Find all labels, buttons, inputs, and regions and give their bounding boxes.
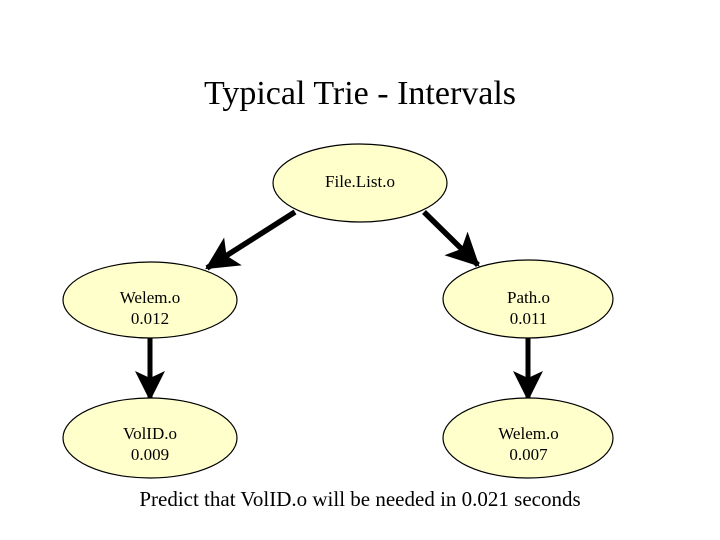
node-volid-009[interactable] [62,397,238,479]
node-welem-012-name: Welem.o [119,288,181,307]
edge-filelist-to-welem [205,209,297,271]
node-volid-009-name: VolID.o [123,424,177,443]
node-volid-009-value: 0.009 [130,445,170,464]
node-welem-007-value: 0.007 [509,445,548,464]
node-filelist-label: File.List.o [273,171,447,192]
node-path-011-label: Path.o 0.011 [443,287,614,329]
node-path-011-name: Path.o [507,288,550,307]
node-welem-012-label: Welem.o 0.012 [63,287,237,329]
node-welem-007-name: Welem.o [498,424,559,443]
node-path-011[interactable] [442,259,614,339]
node-path-011-value: 0.011 [509,309,548,328]
prediction-caption: Predict that VolID.o will be needed in 0… [139,487,581,511]
page-title: Typical Trie - Intervals [203,75,517,112]
node-volid-009-label: VolID.o 0.009 [63,423,237,465]
node-welem-007-label: Welem.o 0.007 [443,423,614,465]
node-welem-007[interactable] [442,397,614,479]
node-welem-012-value: 0.012 [130,309,170,328]
node-welem-012[interactable] [62,261,238,339]
node-filelist[interactable] [272,143,448,223]
edge-filelist-to-path [422,210,480,267]
node-filelist-name: File.List.o [325,172,395,191]
